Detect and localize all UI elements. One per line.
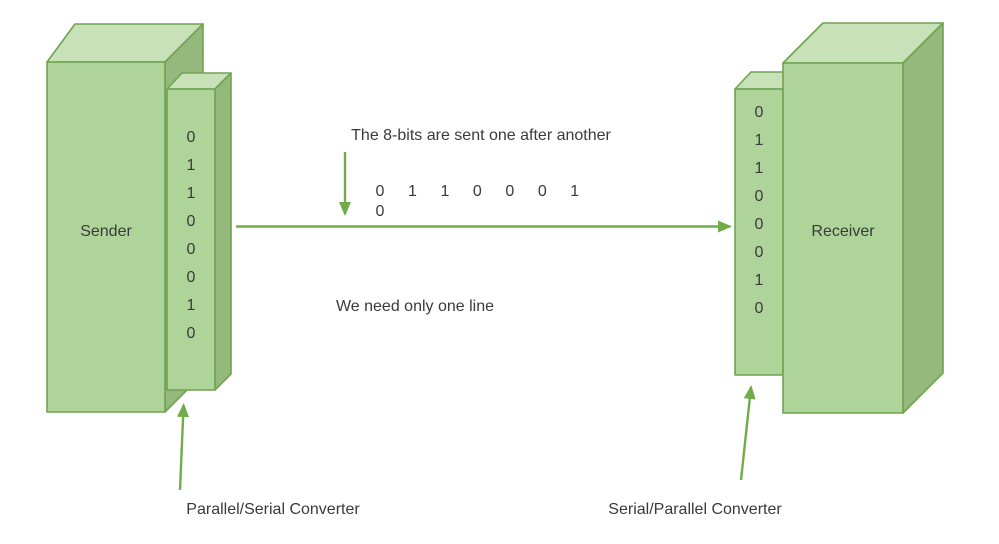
- sender-box-front-face: [46, 61, 166, 413]
- sender-bit: 0: [186, 325, 196, 342]
- sender-converter-side-face: [214, 72, 232, 391]
- receiver-bit: 1: [754, 132, 764, 149]
- sender-label: Sender: [80, 223, 132, 240]
- receiver-box-side-face: [902, 22, 944, 414]
- sender-converter-label: Parallel/Serial Converter: [186, 501, 360, 518]
- serial-bit: 0: [537, 183, 547, 200]
- sender-bit: 1: [186, 185, 196, 202]
- sender-bit: 0: [186, 269, 196, 286]
- sender-bit: 0: [186, 213, 196, 230]
- serial-bit: 0: [375, 203, 385, 220]
- serial-note-bottom: We need only one line: [335, 298, 495, 315]
- sender-bit: 0: [186, 241, 196, 258]
- receiver-label: Receiver: [811, 223, 875, 240]
- sender-bit-column: 0 1 1 0 0 0 1 0: [167, 124, 215, 348]
- serial-bit: 0: [375, 183, 385, 200]
- receiver-bit: 0: [754, 188, 764, 205]
- receiver-box-shape: [782, 22, 944, 414]
- receiver-box-front-face: [782, 62, 904, 414]
- serial-note-top: The 8-bits are sent one after another: [351, 127, 611, 144]
- sender-converter-shape: [166, 72, 232, 391]
- receiver-bit: 0: [754, 244, 764, 261]
- receiver-bit: 1: [754, 160, 764, 177]
- receiver-converter-label: Serial/Parallel Converter: [608, 501, 782, 518]
- receiver-converter-front-face: [734, 88, 784, 376]
- sender-converter-front-face: [166, 88, 216, 391]
- sender-converter-arrow: [177, 403, 190, 491]
- serial-bit: 0: [505, 183, 515, 200]
- serial-bit: 0: [472, 183, 482, 200]
- receiver-bit: 1: [754, 272, 764, 289]
- serial-bit: 1: [570, 183, 580, 200]
- receiver-bit: 0: [754, 216, 764, 233]
- receiver-bit: 0: [754, 104, 764, 121]
- receiver-converter-arrow: [739, 385, 756, 481]
- serial-bit: 1: [440, 183, 450, 200]
- serial-bit: 1: [408, 183, 417, 200]
- serial-bits-row: 0 1 1 0 0 0 1 0: [366, 182, 594, 222]
- receiver-bit: 0: [754, 300, 764, 317]
- sender-bit: 1: [186, 297, 196, 314]
- sender-bit: 1: [186, 157, 196, 174]
- receiver-bit-column: 0 1 1 0 0 0 1 0: [735, 99, 783, 323]
- sender-bit: 0: [186, 129, 196, 146]
